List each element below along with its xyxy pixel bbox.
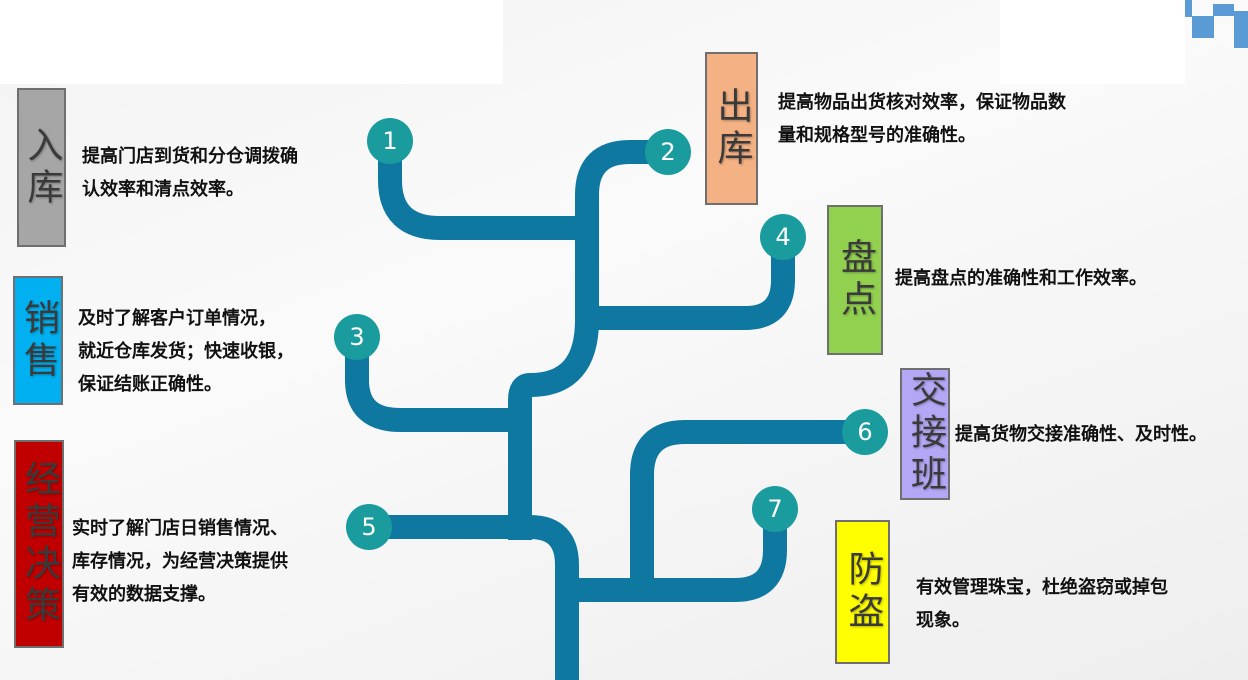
step-badge-6: 6: [842, 409, 888, 455]
pipe-branch-6: [630, 420, 865, 590]
pipe-branch-1: [378, 150, 587, 240]
desc-line: 提高物品出货核对效率，保证物品数: [778, 92, 1066, 113]
step-badge-7: 7: [752, 486, 798, 532]
step-badge-4: 4: [760, 214, 806, 260]
desc-line: 有效的数据支撑。: [72, 584, 216, 605]
desc-line: 量和规格型号的准确性。: [778, 125, 976, 146]
decor-square: [1192, 16, 1214, 38]
decor-square: [1234, 11, 1248, 48]
desc-line: 库存情况，为经营决策提供: [72, 551, 288, 572]
desc-outbound: 提高物品出货核对效率，保证物品数 量和规格型号的准确性。: [778, 86, 1066, 152]
step-badge-1: 1: [367, 118, 413, 164]
desc-inbound: 提高门店到货和分仓调拨确 认效率和清点效率。: [82, 140, 298, 206]
pipe-branch-3: [345, 345, 520, 432]
desc-line: 提高门店到货和分仓调拨确: [82, 146, 298, 167]
step-badge-3: 3: [334, 314, 380, 360]
header-area-right: [1000, 0, 1185, 84]
desc-anti-theft: 有效管理珠宝，杜绝盗窃或掉包 现象。: [916, 571, 1168, 637]
desc-shift-handover: 提高货物交接准确性、及时性。: [955, 418, 1207, 451]
label-anti-theft: 防盗: [835, 520, 890, 664]
title-area: [0, 0, 503, 84]
label-decision: 经营决策: [14, 440, 64, 648]
desc-line: 提高货物交接准确性、及时性。: [955, 424, 1207, 445]
label-outbound: 出库: [705, 52, 758, 205]
label-shift-handover: 交接班: [900, 368, 950, 500]
desc-line: 认效率和清点效率。: [82, 179, 244, 200]
desc-line: 及时了解客户订单情况，: [78, 308, 276, 329]
decor-square: [1185, 0, 1192, 17]
pipe-branch-2: [508, 140, 668, 540]
desc-line: 就近仓库发货；快速收银，: [78, 341, 294, 362]
label-sales: 销售: [13, 276, 63, 405]
desc-line: 提高盘点的准确性和工作效率。: [895, 268, 1147, 289]
decor-square: [1213, 4, 1234, 16]
pipe-branch-7: [567, 515, 787, 602]
pipe-branch-4: [587, 245, 795, 330]
desc-line: 保证结账正确性。: [78, 374, 222, 395]
desc-stocktake: 提高盘点的准确性和工作效率。: [895, 262, 1147, 295]
pipe-branch-5: [369, 515, 579, 680]
desc-sales: 及时了解客户订单情况， 就近仓库发货；快速收银， 保证结账正确性。: [78, 302, 294, 401]
desc-line: 有效管理珠宝，杜绝盗窃或掉包: [916, 577, 1168, 598]
label-stocktake: 盘点: [827, 205, 883, 355]
step-badge-5: 5: [346, 504, 392, 550]
desc-line: 实时了解门店日销售情况、: [72, 518, 288, 539]
step-badge-2: 2: [645, 129, 691, 175]
desc-line: 现象。: [916, 610, 970, 631]
label-inbound: 入库: [17, 88, 66, 247]
desc-decision: 实时了解门店日销售情况、 库存情况，为经营决策提供 有效的数据支撑。: [72, 512, 288, 611]
